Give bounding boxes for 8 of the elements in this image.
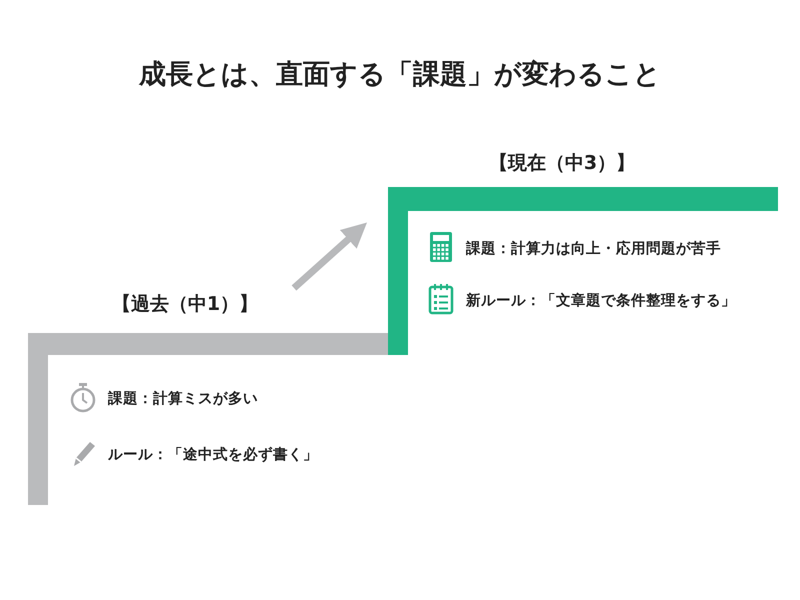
step-item: ルール：「途中式を必ず書く」 — [108, 446, 318, 464]
step-item: 課題：計算ミスが多い — [108, 390, 258, 408]
arrow — [292, 222, 367, 291]
title: 成長とは、直面する「課題」が変わること — [138, 58, 662, 92]
step-item: 新ルール：「文章題で条件整理をする」 — [466, 292, 736, 310]
step-item: 課題：計算力は向上・応用問題が苦手 — [466, 239, 721, 258]
step-heading: 【過去（中1）】 — [110, 292, 260, 317]
step-heading: 【現在（中3）】 — [488, 151, 636, 176]
